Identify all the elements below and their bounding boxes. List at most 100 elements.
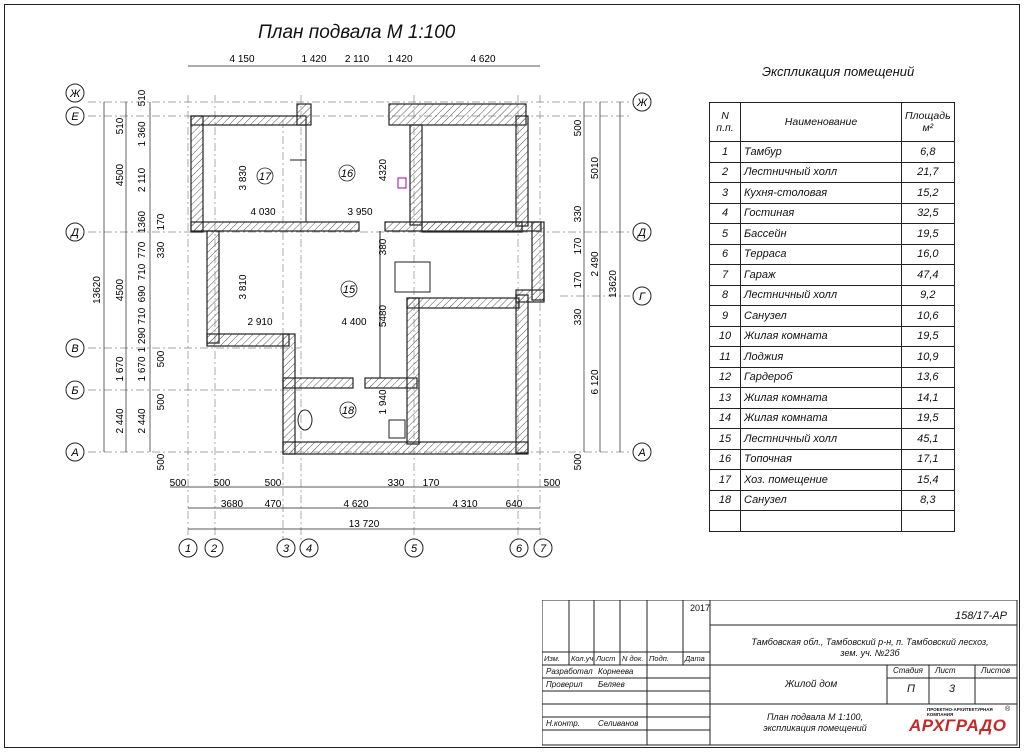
cell-n: 12 bbox=[709, 366, 741, 388]
cell-n: 10 bbox=[709, 325, 741, 347]
cell-area: 15,2 bbox=[901, 182, 955, 204]
svg-text:470: 470 bbox=[265, 499, 282, 510]
svg-text:510: 510 bbox=[137, 89, 148, 106]
svg-text:330: 330 bbox=[573, 308, 584, 325]
svg-text:1360: 1360 bbox=[137, 210, 148, 233]
stamp-role: Разработал bbox=[546, 667, 593, 676]
cell-area: 19,5 bbox=[901, 325, 955, 347]
svg-text:3: 3 bbox=[283, 543, 290, 555]
svg-text:Ж: Ж bbox=[636, 97, 648, 109]
svg-text:А: А bbox=[637, 447, 645, 459]
svg-text:4 030: 4 030 bbox=[250, 207, 275, 218]
svg-text:13 720: 13 720 bbox=[349, 519, 380, 530]
cell-area: 10,9 bbox=[901, 346, 955, 368]
svg-text:500: 500 bbox=[156, 350, 167, 367]
room-dimensions: 3 830 4 030 3 950 4320 380 3 810 2 910 4… bbox=[238, 158, 389, 414]
cell-name: Гараж bbox=[740, 264, 902, 286]
svg-text:3 830: 3 830 bbox=[238, 165, 249, 190]
cell-area: 10,6 bbox=[901, 305, 955, 327]
svg-text:13620: 13620 bbox=[608, 270, 619, 298]
svg-text:6: 6 bbox=[516, 543, 523, 555]
plan-title: План подвала М 1:100 bbox=[258, 22, 456, 43]
svg-text:7: 7 bbox=[540, 543, 547, 555]
svg-text:690: 690 bbox=[137, 285, 148, 302]
svg-text:4320: 4320 bbox=[378, 158, 389, 181]
cell-n: 2 bbox=[709, 161, 741, 183]
stamp-col-header: Изм. bbox=[544, 654, 560, 663]
svg-text:500: 500 bbox=[265, 478, 282, 489]
cell-n: 17 bbox=[709, 469, 741, 491]
stamp-col-header: Дата bbox=[685, 654, 705, 663]
cell-n: 8 bbox=[709, 284, 741, 306]
stage-header: Листов bbox=[981, 666, 1011, 675]
svg-text:2: 2 bbox=[210, 543, 217, 555]
svg-text:1 360: 1 360 bbox=[137, 121, 148, 146]
svg-text:170: 170 bbox=[573, 271, 584, 288]
cell-area: 17,1 bbox=[901, 448, 955, 470]
floor-plan: 17 16 15 18 3 830 4 030 3 950 4320 380 3… bbox=[65, 54, 652, 558]
room-number: 18 bbox=[342, 405, 355, 417]
svg-text:1 420: 1 420 bbox=[387, 54, 412, 65]
stamp-col-header: Лист bbox=[596, 654, 616, 663]
svg-text:Б: Б bbox=[71, 385, 78, 397]
right-dimensions: 500 5010 330 170 2 490 13620 170 330 6 1… bbox=[573, 102, 621, 470]
svg-text:770: 770 bbox=[137, 241, 148, 258]
svg-text:500: 500 bbox=[544, 478, 561, 489]
svg-text:170: 170 bbox=[156, 213, 167, 230]
cell-n: 6 bbox=[709, 243, 741, 265]
cell-name: Гостиная bbox=[740, 202, 902, 224]
cell-name: Лестничный холл bbox=[740, 161, 902, 183]
cell-name: Гардероб bbox=[740, 366, 902, 388]
title-block bbox=[542, 600, 1018, 746]
svg-text:330: 330 bbox=[388, 478, 405, 489]
stamp-code: 158/17-АР bbox=[955, 610, 1007, 622]
stage-value: П bbox=[907, 683, 915, 695]
svg-text:710: 710 bbox=[137, 307, 148, 324]
svg-text:500: 500 bbox=[156, 393, 167, 410]
stamp-col-header: Подп. bbox=[649, 654, 669, 663]
cell-n: 7 bbox=[709, 264, 741, 286]
cell-n: 4 bbox=[709, 202, 741, 224]
svg-text:4 620: 4 620 bbox=[343, 499, 368, 510]
interior-lines bbox=[202, 125, 431, 439]
svg-text:Ж: Ж bbox=[69, 88, 81, 100]
svg-text:500: 500 bbox=[214, 478, 231, 489]
cell-area: 45,1 bbox=[901, 428, 955, 450]
cell-name: Лоджия bbox=[740, 346, 902, 368]
svg-text:4: 4 bbox=[306, 543, 312, 555]
stamp-person: Корнеева bbox=[598, 667, 634, 676]
cell-area: 9,2 bbox=[901, 284, 955, 306]
svg-text:170: 170 bbox=[423, 478, 440, 489]
header-name: Наименование bbox=[740, 102, 902, 142]
header-number: N п.п. bbox=[709, 102, 741, 142]
svg-text:3 950: 3 950 bbox=[347, 207, 372, 218]
svg-text:5: 5 bbox=[411, 543, 418, 555]
svg-text:4 400: 4 400 bbox=[341, 317, 366, 328]
walls bbox=[190, 103, 545, 455]
cell-name: Санузел bbox=[740, 305, 902, 327]
company-logo: ПРОЕКТНО-АРХИТЕКТУРНАЯ КОМПАНИЯ АРХГРАДО… bbox=[893, 706, 1017, 744]
svg-text:5010: 5010 bbox=[590, 156, 601, 179]
stamp-role: Проверил bbox=[546, 680, 583, 689]
svg-text:5480: 5480 bbox=[378, 304, 389, 327]
svg-text:6 120: 6 120 bbox=[590, 369, 601, 394]
cell-n: 9 bbox=[709, 305, 741, 327]
table-header-row: N п.п. Наименование Площадь м² bbox=[709, 102, 955, 142]
stage-header: Лист bbox=[935, 666, 956, 675]
cell-area: 21,7 bbox=[901, 161, 955, 183]
svg-text:Д: Д bbox=[636, 227, 646, 239]
svg-text:1 290: 1 290 bbox=[137, 327, 148, 352]
cell-name: Санузел bbox=[740, 489, 902, 511]
cell-n: 11 bbox=[709, 346, 741, 368]
explication-title: Экспликация помещений bbox=[762, 64, 915, 79]
